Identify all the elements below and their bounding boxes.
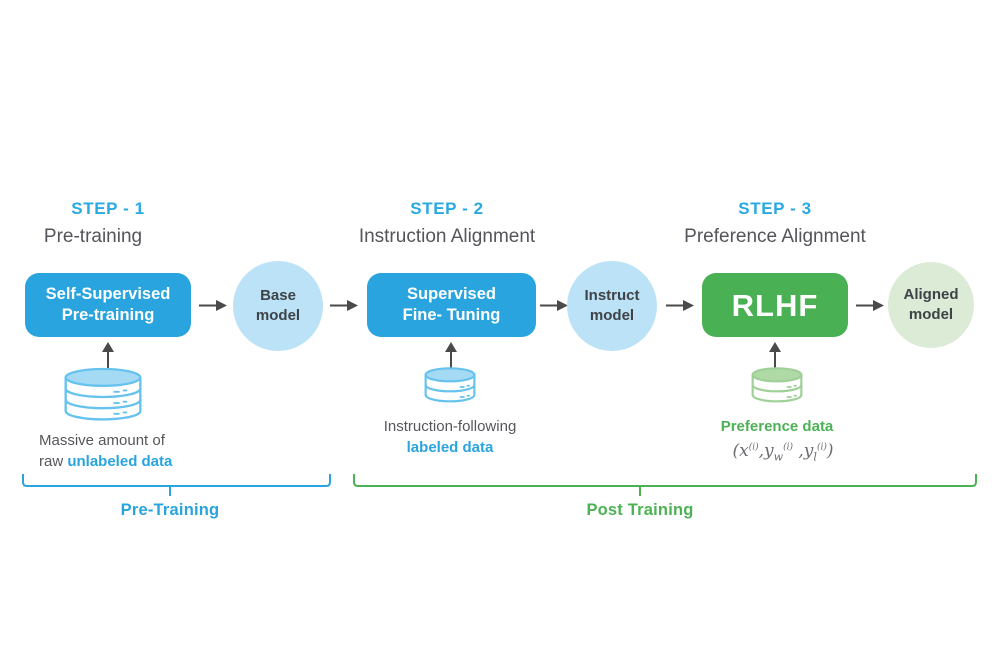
caption-text: Instruction-following: [383, 418, 517, 435]
circle-label-line: model: [589, 307, 635, 324]
database-icon: [64, 367, 142, 421]
caption-highlight: labeled data: [406, 439, 494, 456]
labeled-data-caption: Instruction-following labeled data: [350, 416, 550, 458]
formula-part: ,y: [758, 441, 774, 461]
preference-data-formula: (x(i),yw(i) ,yl(i)): [683, 441, 883, 463]
arrow-right-icon: [330, 300, 358, 311]
formula-part: (i): [783, 442, 793, 453]
post-training-brace: [353, 474, 977, 496]
caption-text: raw: [39, 453, 68, 470]
arrow-right-icon: [540, 300, 568, 311]
formula-part: ,y: [792, 441, 814, 461]
formula-part: (i): [748, 442, 759, 453]
aligned-model-circle: Aligned model: [888, 262, 974, 348]
step-3-title: Preference Alignment: [684, 226, 866, 247]
step-3-label: STEP - 3: [738, 199, 812, 218]
box-label-line: Pre-training: [61, 306, 155, 324]
pre-training-brace: [22, 474, 331, 496]
formula-part: l: [813, 450, 817, 464]
circle-label-line: model: [908, 306, 954, 323]
pre-training-brace-label: Pre-Training: [120, 501, 220, 519]
arrow-right-icon: [856, 300, 884, 311]
circle-label-line: Base: [260, 287, 296, 304]
step-2-title: Instruction Alignment: [358, 226, 536, 247]
arrow-right-icon: [666, 300, 694, 311]
unlabeled-data-caption: Massive amount of raw unlabeled data: [39, 430, 239, 472]
step-1-label: STEP - 1: [71, 199, 145, 218]
supervised-finetuning-box: Supervised Fine- Tuning: [367, 273, 536, 337]
circle-label-line: model: [255, 307, 301, 324]
circle-label-line: Aligned: [903, 286, 959, 303]
circle-label-line: Instruct: [584, 287, 640, 304]
formula-part: w: [773, 450, 784, 464]
formula-part: ): [826, 441, 834, 461]
base-model-circle: Base model: [233, 261, 323, 351]
rlhf-box: RLHF: [702, 273, 848, 337]
database-icon: [751, 367, 803, 403]
box-label-line: Self-Supervised: [45, 285, 171, 303]
instruct-model-circle: Instruct model: [567, 261, 657, 351]
box-label-line: Supervised: [407, 285, 496, 303]
arrow-up-icon: [769, 342, 781, 369]
preference-data-caption: Preference data: [677, 416, 877, 437]
database-icon: [424, 367, 476, 403]
arrow-right-icon: [199, 300, 227, 311]
self-supervised-pretraining-box: Self-Supervised Pre-training: [25, 273, 191, 337]
formula-part: (i): [816, 442, 827, 453]
arrow-up-icon: [445, 342, 457, 369]
step-2-label: STEP - 2: [410, 199, 484, 218]
caption-highlight: unlabeled data: [67, 453, 173, 470]
post-training-brace-label: Post Training: [586, 501, 694, 519]
caption-highlight: Preference data: [720, 418, 834, 435]
caption-text: Massive amount of: [39, 432, 165, 449]
formula-part: (x: [732, 441, 749, 461]
arrow-up-icon: [102, 342, 114, 369]
box-label-line: RLHF: [731, 287, 819, 323]
box-label-line: Fine- Tuning: [402, 306, 501, 324]
step-1-title: Pre-training: [43, 226, 143, 247]
